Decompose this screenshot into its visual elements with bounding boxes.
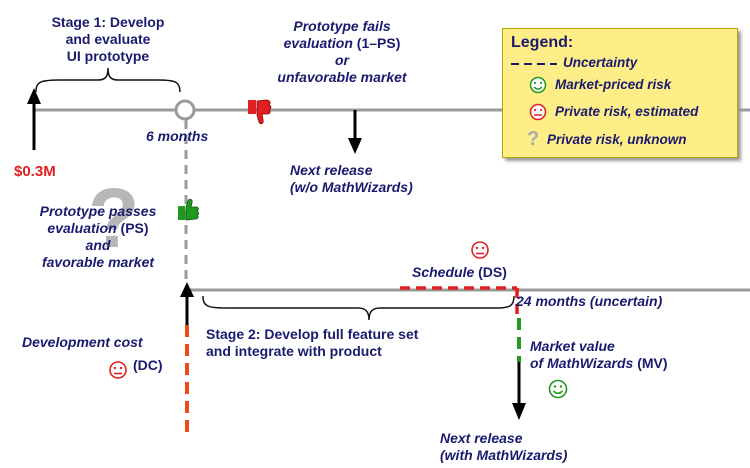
- twenty-four-months-label: 24 months (uncertain): [516, 293, 663, 309]
- smiley-neutral-icon: [529, 103, 547, 121]
- arrow-fail-release: [348, 138, 362, 154]
- smiley-neutral-icon: [109, 361, 127, 379]
- development-cost-label: Development cost: [22, 334, 143, 350]
- market-value-label: Market value of MathWizards (MV): [530, 338, 668, 371]
- decision-node: [174, 99, 196, 121]
- initial-cost-label: $0.3M: [14, 163, 56, 180]
- thumbs-down-icon: [248, 99, 272, 125]
- prototype-passes-label: Prototype passes evaluation (PS) and fav…: [39, 203, 157, 270]
- six-months-label: 6 months: [146, 128, 209, 144]
- development-cost-abbr: (DC): [133, 357, 163, 373]
- legend-title: Legend:: [511, 34, 574, 51]
- arrow-next-release: [512, 403, 526, 420]
- stage2-brace: [202, 295, 515, 321]
- smiley-neutral-icon: [471, 241, 489, 259]
- schedule-label: Schedule (DS): [412, 264, 507, 280]
- next-release-without-label: Next release (w/o MathWizards): [290, 162, 413, 195]
- arrow-initial-cost: [27, 88, 41, 104]
- smiley-happy-icon: [529, 76, 547, 94]
- stage2-label: Stage 2: Develop full feature set and in…: [206, 326, 419, 359]
- arrow-dev-start: [180, 282, 194, 297]
- next-release-with-label: Next release (with MathWizards): [440, 430, 568, 463]
- prototype-fails-label: Prototype fails evaluation (1–PS) or unf…: [277, 18, 407, 85]
- legend-box: Legend: Uncertainty Market-priced risk P…: [502, 28, 738, 158]
- question-mark-icon: ?: [527, 128, 540, 150]
- smiley-happy-icon: [548, 379, 568, 399]
- question-mark-icon: ?: [88, 171, 140, 265]
- stage1-brace: [35, 67, 181, 93]
- dashed-line-icon: [511, 63, 557, 65]
- stage1-label: Stage 1: Develop and evaluate UI prototy…: [51, 14, 165, 64]
- thumbs-up-icon: [178, 198, 199, 221]
